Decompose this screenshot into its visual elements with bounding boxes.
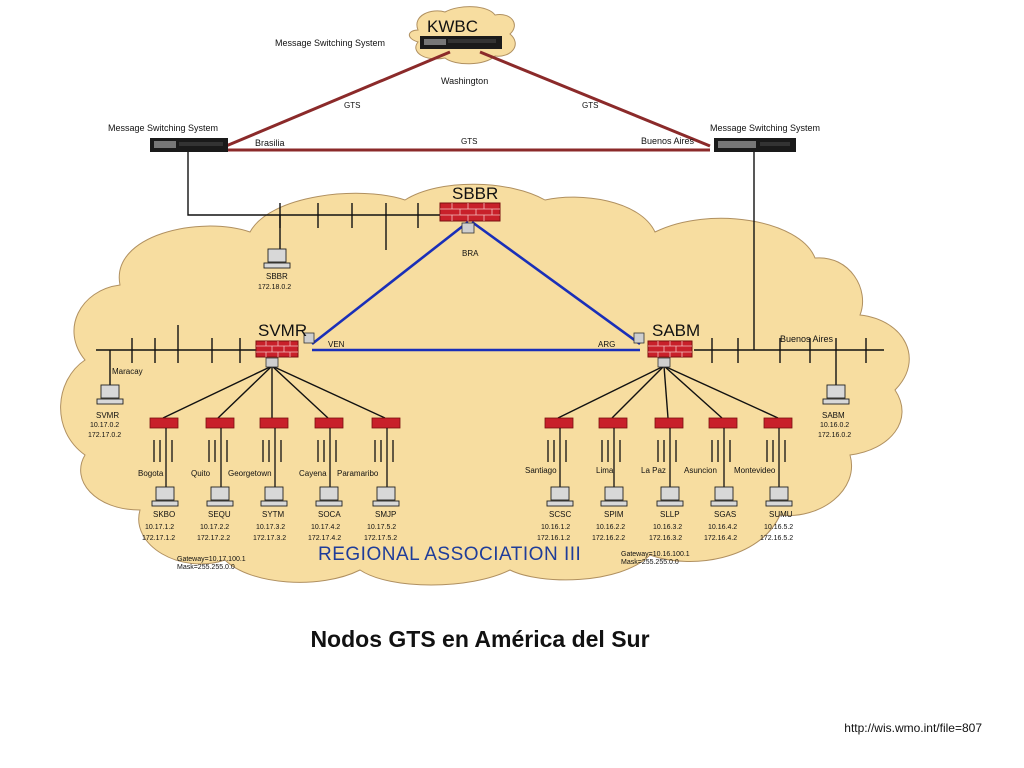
site-ip2: 172.16.2.2 [592, 535, 626, 542]
brasilia-server-icon [150, 138, 228, 152]
lan-lines [96, 152, 884, 419]
site-host: SYTM [262, 510, 285, 519]
router-icons [265, 222, 671, 368]
kwbc-cloud [408, 6, 516, 65]
computer-icons [96, 248, 850, 507]
site-city: Lima [596, 466, 614, 475]
site-city: Paramaribo [337, 469, 379, 478]
site-city: Cayena [299, 469, 327, 478]
site-host: SPIM [604, 510, 624, 519]
site-host: SGAS [714, 510, 737, 519]
sabm-computer-icon [822, 384, 850, 405]
site-city: Montevideo [734, 466, 776, 475]
kwbc-server-icon [420, 36, 502, 49]
kwbc-label: KWBC [427, 17, 478, 36]
buenosaires-system-label: Message Switching System [710, 123, 821, 133]
site-host: SKBO [153, 510, 176, 519]
site-city: Quito [191, 469, 211, 478]
site-ip2: 172.16.1.2 [537, 535, 571, 542]
site-ip1: 10.17.2.2 [200, 524, 230, 531]
link-sbbr-sabm [471, 220, 641, 346]
sbbr-host-label: SBBR [266, 272, 288, 281]
site-ip1: 10.17.1.2 [145, 524, 175, 531]
site-ip1: 10.17.4.2 [311, 524, 341, 531]
site-ip1: 10.16.3.2 [653, 524, 683, 531]
sbbr-computer-icon [263, 248, 291, 269]
site-host: SUMU [769, 510, 793, 519]
site-city: La Paz [641, 466, 666, 475]
site-ip2: 172.17.2.2 [197, 535, 231, 542]
site-host: SCSC [549, 510, 572, 519]
svmr-host-label: SVMR [96, 411, 120, 420]
site-ip2: 172.16.3.2 [649, 535, 683, 542]
ven-label: VEN [328, 340, 345, 349]
brasilia-system-label: Message Switching System [108, 123, 219, 133]
sabm-host-label: SABM [822, 411, 845, 420]
svmr-firewall-icon [255, 340, 299, 358]
site-city: Georgetown [228, 469, 272, 478]
site-ip1: 10.16.1.2 [541, 524, 571, 531]
site-ip1: 10.16.5.2 [764, 524, 794, 531]
site-ip1: 10.16.2.2 [596, 524, 626, 531]
right-site-firewalls [544, 417, 793, 429]
wan-links [225, 50, 711, 152]
site-ip1: 10.17.3.2 [256, 524, 286, 531]
site-ip2: 172.17.3.2 [253, 535, 287, 542]
site-host: SMJP [375, 510, 397, 519]
brasilia-label: Brasilia [255, 138, 285, 148]
buenosaires-server-icon [714, 138, 796, 152]
site-lans [153, 428, 786, 488]
left-gateway-label: Gateway=10.17.100.1 [177, 556, 246, 563]
site-host: SEQU [208, 510, 231, 519]
link-sbbr-svmr [311, 220, 469, 346]
site-ip2: 172.17.5.2 [364, 535, 398, 542]
bra-label: BRA [462, 249, 479, 258]
sbbr-firewall-icon [439, 202, 501, 222]
site-city: Santiago [525, 466, 557, 475]
maracay-label: Maracay [112, 367, 143, 376]
regional-links [311, 220, 641, 352]
svmr-label: SVMR [258, 321, 308, 340]
site-city: Bogota [138, 469, 164, 478]
gts-left-label: GTS [344, 101, 361, 110]
svmr-ip1-label: 10.17.0.2 [90, 422, 120, 429]
site-host: SOCA [318, 510, 341, 519]
link-kwbc-brasilia [225, 50, 451, 148]
site-ip2: 172.16.5.2 [760, 535, 794, 542]
sabm-ip1-label: 10.16.0.2 [820, 422, 850, 429]
gts-right-label: GTS [582, 101, 599, 110]
buenosaires-label: Buenos Aires [641, 136, 695, 146]
regional-cloud [60, 183, 910, 586]
sabm-label: SABM [652, 321, 701, 340]
arg-label: ARG [598, 340, 616, 349]
sabm-ip2-label: 172.16.0.2 [818, 432, 852, 439]
sbbr-ip-label: 172.18.0.2 [258, 284, 292, 291]
washington-label: Washington [441, 76, 489, 86]
site-ip2: 172.17.4.2 [308, 535, 342, 542]
site-ip1: 10.17.5.2 [367, 524, 397, 531]
buenosaires-segment-label: Buenos Aires [780, 334, 834, 344]
right-gateway-label: Gateway=10.16.100.1 [621, 551, 690, 558]
link-kwbc-buenosaires [479, 50, 711, 148]
source-url[interactable]: http://wis.wmo.int/file=807 [844, 721, 982, 735]
slide-caption: Nodos GTS en América del Sur [310, 626, 650, 652]
gts-bottom-label: GTS [461, 137, 478, 146]
site-ip1: 10.16.4.2 [708, 524, 738, 531]
site-host: SLLP [660, 510, 680, 519]
region-title: REGIONAL ASSOCIATION III [318, 544, 582, 565]
site-ip2: 172.17.1.2 [142, 535, 176, 542]
right-mask-label: Mask=255.255.0.0 [621, 559, 679, 566]
sbbr-label: SBBR [452, 184, 499, 203]
left-site-firewalls [149, 417, 401, 429]
sabm-firewall-icon [647, 340, 693, 358]
kwbc-system-label: Message Switching System [275, 38, 386, 48]
svmr-computer-icon [96, 384, 124, 405]
site-ip2: 172.16.4.2 [704, 535, 738, 542]
left-mask-label: Mask=255.255.0.0 [177, 564, 235, 571]
site-city: Asuncion [684, 466, 717, 475]
svmr-ip2-label: 172.17.0.2 [88, 432, 122, 439]
